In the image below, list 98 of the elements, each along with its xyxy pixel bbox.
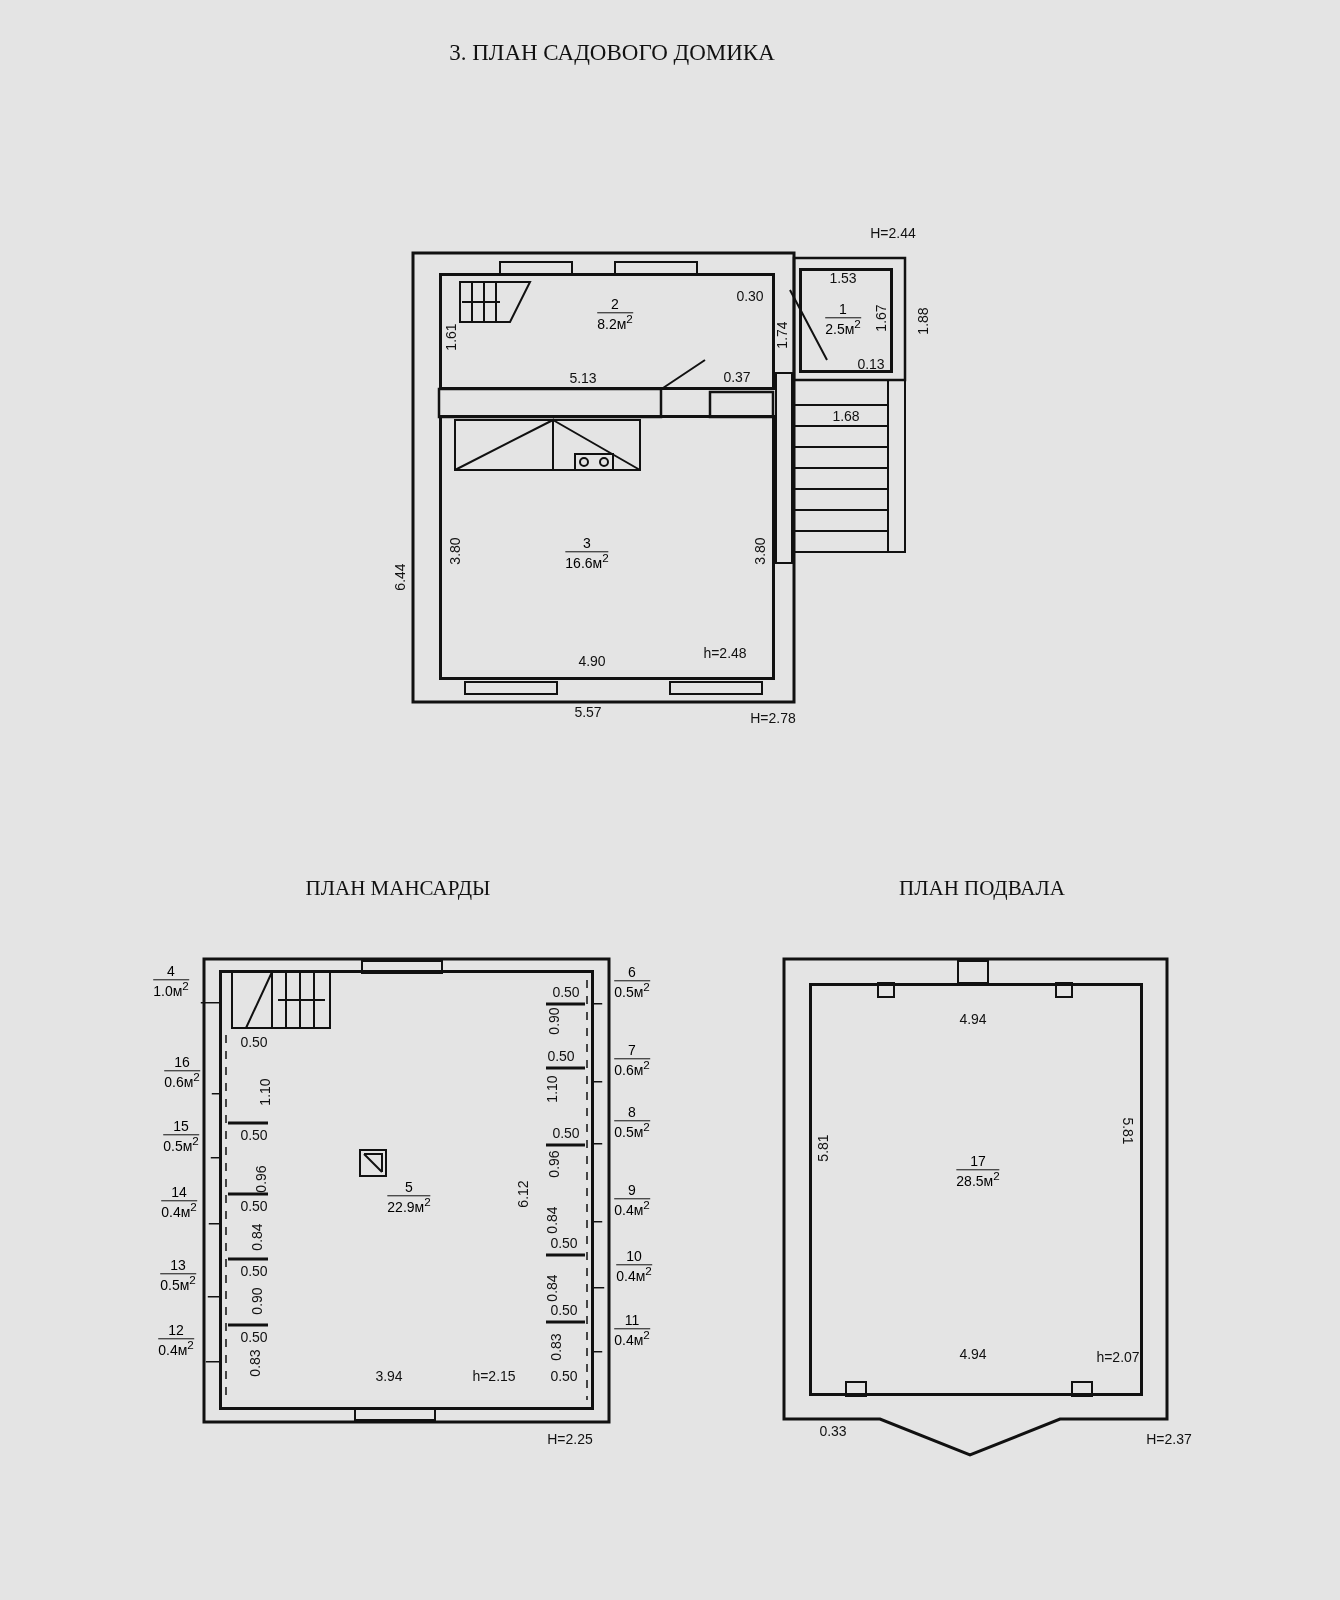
room-outline: [439, 273, 775, 390]
dimension-label: 0.96: [254, 1165, 268, 1193]
dimension-label: 0.90: [547, 1007, 561, 1035]
leader-line: [591, 1220, 603, 1223]
room-number: 2: [610, 297, 620, 313]
room-area: 0.4м$^{2}$: [614, 1328, 650, 1349]
dimension-label: H=2.78: [750, 711, 796, 725]
dimension-label: h=2.48: [703, 646, 747, 660]
room-area: 0.5м$^{2}$: [614, 1120, 650, 1141]
dimension-label: 3.80: [753, 537, 767, 565]
dimension-label: 0.50: [240, 1264, 268, 1278]
room-area: 0.5м$^{2}$: [160, 1273, 196, 1294]
room-outline: [809, 983, 1143, 1396]
dimension-label: 4.94: [959, 1012, 987, 1026]
room-outline: [799, 268, 893, 373]
leader-line: [591, 1350, 603, 1353]
leader-line: [210, 1156, 222, 1159]
dimension-label: 0.84: [250, 1223, 264, 1251]
room-area: 0.6м$^{2}$: [164, 1070, 200, 1091]
dimension-label: 0.83: [549, 1333, 563, 1361]
dimension-label: 0.50: [550, 1303, 578, 1317]
dimension-label: 0.50: [240, 1330, 268, 1344]
room-number: 11: [623, 1313, 641, 1329]
dimension-label: 1.74: [775, 321, 789, 349]
dimension-label: h=2.07: [1096, 1350, 1140, 1364]
room-area: 16.6м$^{2}$: [565, 551, 609, 572]
dimension-label: 0.50: [240, 1128, 268, 1142]
room-area: 0.5м$^{2}$: [163, 1134, 199, 1155]
dimension-label: 5.81: [1121, 1117, 1135, 1145]
dimension-label: h=2.15: [472, 1369, 516, 1383]
room-area: 0.5м$^{2}$: [614, 980, 650, 1001]
room-area: 22.9м$^{2}$: [387, 1195, 431, 1216]
title: 3. ПЛАН САДОВОГО ДОМИКА: [449, 40, 775, 64]
room-number: 8: [627, 1105, 637, 1121]
room-area: 0.4м$^{2}$: [161, 1200, 197, 1221]
dimension-label: 0.13: [857, 357, 885, 371]
room-area: 0.6м$^{2}$: [614, 1058, 650, 1079]
room-number: 4: [166, 964, 176, 980]
room-area: 0.4м$^{2}$: [614, 1198, 650, 1219]
room-number: 14: [170, 1185, 188, 1201]
dimension-label: 1.88: [916, 307, 930, 335]
dimension-label: 1.53: [829, 271, 857, 285]
room-number: 12: [167, 1323, 185, 1339]
room-number: 9: [627, 1183, 637, 1199]
dimension-label: 4.94: [959, 1347, 987, 1361]
room-number: 15: [172, 1119, 190, 1135]
room-area: 1.0м$^{2}$: [153, 979, 189, 1000]
dimension-label: 0.33: [819, 1424, 847, 1438]
dimension-label: 1.10: [545, 1075, 559, 1103]
room-area: 8.2м$^{2}$: [597, 312, 633, 333]
dimension-label: 0.30: [736, 289, 764, 303]
room-number: 1: [838, 302, 848, 318]
dimension-label: H=2.25: [547, 1432, 593, 1446]
room-area: 28.5м$^{2}$: [956, 1169, 1000, 1190]
dimension-label: 0.50: [550, 1369, 578, 1383]
room-number: 7: [627, 1043, 637, 1059]
room-area: 0.4м$^{2}$: [158, 1338, 194, 1359]
dimension-label: 5.13: [569, 371, 597, 385]
room-area: 2.5м$^{2}$: [825, 317, 861, 338]
dimension-label: 0.50: [547, 1049, 575, 1063]
dimension-label: 0.50: [552, 985, 580, 999]
room-area: 0.4м$^{2}$: [616, 1264, 652, 1285]
plan-heading: ПЛАН МАНСАРДЫ: [305, 877, 491, 899]
dimension-label: 3.94: [375, 1369, 403, 1383]
room-number: 17: [969, 1154, 987, 1170]
dimension-label: 1.10: [258, 1078, 272, 1106]
dimension-label: H=2.44: [870, 226, 916, 240]
dimension-label: 0.37: [723, 370, 751, 384]
dimension-label: 0.50: [240, 1035, 268, 1049]
dimension-label: 5.57: [574, 705, 602, 719]
dimension-label: 0.50: [240, 1199, 268, 1213]
dimension-label: 0.90: [250, 1287, 264, 1315]
dimension-label: 0.83: [248, 1349, 262, 1377]
room-number: 6: [627, 965, 637, 981]
dimension-label: 0.50: [552, 1126, 580, 1140]
room-outline: [439, 415, 775, 680]
dimension-label: 3.80: [448, 537, 462, 565]
dimension-label: H=2.37: [1146, 1432, 1192, 1446]
room-number: 10: [625, 1249, 643, 1265]
dimension-label: 1.61: [444, 323, 458, 351]
dimension-label: 0.84: [545, 1274, 559, 1302]
dimension-label: 6.12: [516, 1180, 530, 1208]
dimension-label: 1.67: [874, 304, 888, 332]
room-number: 16: [173, 1055, 191, 1071]
leader-line: [591, 1286, 605, 1289]
dimension-label: 1.68: [832, 409, 860, 423]
room-number: 13: [169, 1258, 187, 1274]
room-number: 5: [404, 1180, 414, 1196]
leader-line: [200, 1001, 222, 1004]
dimension-label: 0.96: [547, 1150, 561, 1178]
dimension-label: 0.84: [545, 1206, 559, 1234]
dimension-label: 4.90: [578, 654, 606, 668]
dimension-label: 6.44: [393, 563, 407, 591]
dimension-label: 5.81: [816, 1134, 830, 1162]
dimension-label: 0.50: [550, 1236, 578, 1250]
leader-line: [211, 1092, 222, 1095]
room-number: 3: [582, 536, 592, 552]
plan-heading: ПЛАН ПОДВАЛА: [899, 877, 1065, 899]
